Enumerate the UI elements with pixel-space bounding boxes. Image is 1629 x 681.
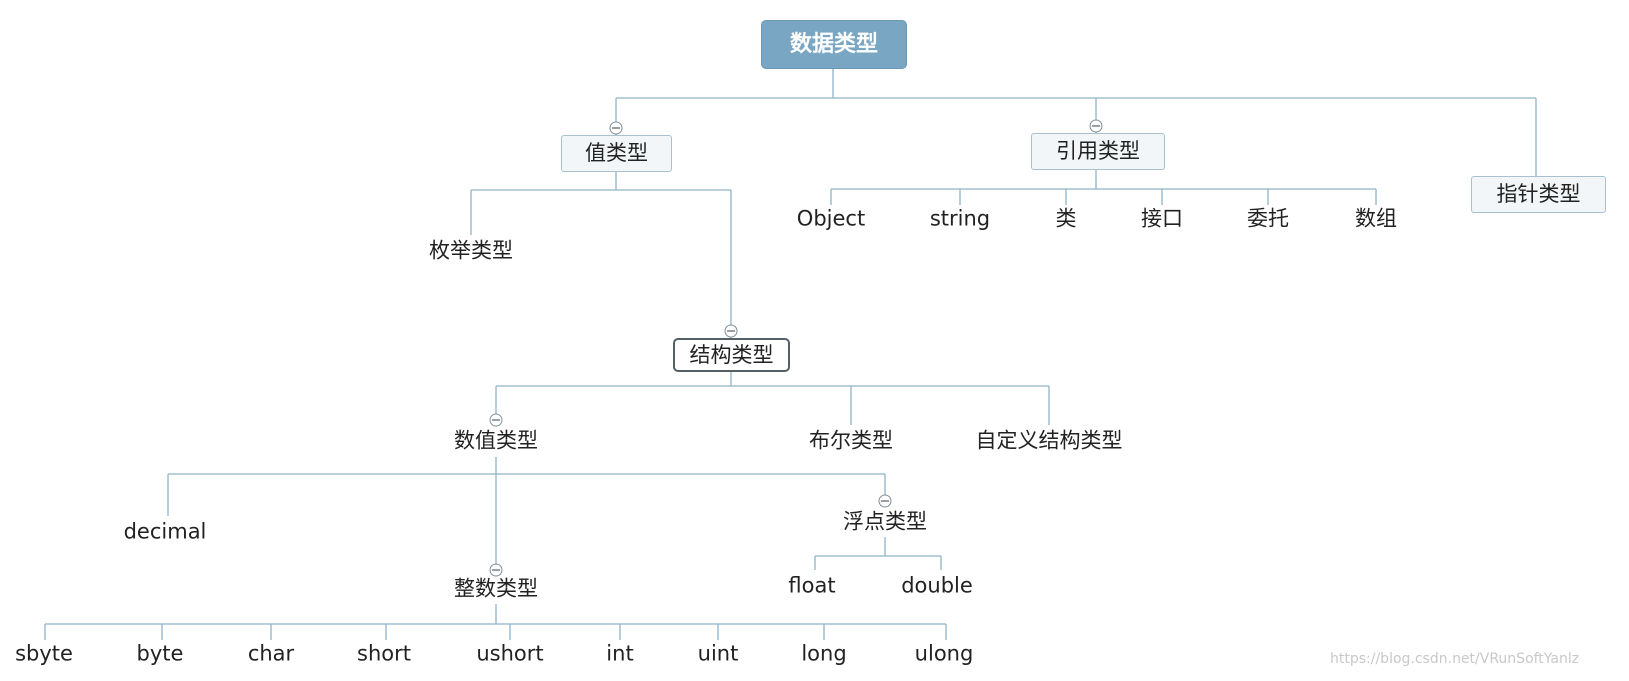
node-ulong[interactable]: ulong bbox=[914, 641, 974, 666]
node-value-type[interactable]: 值类型 bbox=[561, 135, 672, 172]
collapse-toggle-value-type[interactable] bbox=[609, 121, 623, 135]
node-ushort[interactable]: ushort bbox=[476, 641, 544, 666]
node-integer-type[interactable]: 整数类型 bbox=[454, 576, 538, 601]
node-numeric-type[interactable]: 数值类型 bbox=[454, 428, 538, 453]
watermark-text: https://blog.csdn.net/VRunSoftYanlz bbox=[1330, 651, 1580, 667]
node-enum-type[interactable]: 枚举类型 bbox=[429, 238, 513, 263]
node-array[interactable]: 数组 bbox=[1355, 206, 1397, 231]
node-delegate[interactable]: 委托 bbox=[1247, 206, 1289, 231]
node-sbyte[interactable]: sbyte bbox=[15, 641, 73, 666]
collapse-toggle-struct-type[interactable] bbox=[724, 324, 738, 338]
collapse-toggle-float-type[interactable] bbox=[878, 494, 892, 508]
node-class[interactable]: 类 bbox=[1055, 206, 1077, 231]
node-interface[interactable]: 接口 bbox=[1141, 206, 1183, 231]
node-char[interactable]: char bbox=[247, 641, 295, 666]
node-data-type-root[interactable]: 数据类型 bbox=[761, 20, 907, 69]
node-byte[interactable]: byte bbox=[136, 641, 184, 666]
node-decimal[interactable]: decimal bbox=[123, 519, 207, 544]
node-struct-type[interactable]: 结构类型 bbox=[673, 338, 790, 372]
node-long[interactable]: long bbox=[801, 641, 847, 666]
node-float-type[interactable]: 浮点类型 bbox=[843, 509, 927, 534]
node-double[interactable]: double bbox=[901, 573, 973, 598]
node-uint[interactable]: uint bbox=[697, 641, 739, 666]
node-int[interactable]: int bbox=[606, 641, 634, 666]
node-short[interactable]: short bbox=[357, 641, 411, 666]
node-object[interactable]: Object bbox=[796, 206, 866, 231]
node-custom-struct-type[interactable]: 自定义结构类型 bbox=[975, 428, 1123, 453]
node-string[interactable]: string bbox=[929, 206, 991, 231]
node-reference-type[interactable]: 引用类型 bbox=[1031, 133, 1165, 170]
collapse-toggle-reference-type[interactable] bbox=[1089, 119, 1103, 133]
node-pointer-type[interactable]: 指针类型 bbox=[1471, 176, 1606, 213]
node-bool-type[interactable]: 布尔类型 bbox=[809, 428, 893, 453]
collapse-toggle-numeric-type[interactable] bbox=[489, 413, 503, 427]
collapse-toggle-integer-type[interactable] bbox=[489, 563, 503, 577]
connector-lines bbox=[44, 69, 1537, 640]
node-float[interactable]: float bbox=[788, 573, 836, 598]
